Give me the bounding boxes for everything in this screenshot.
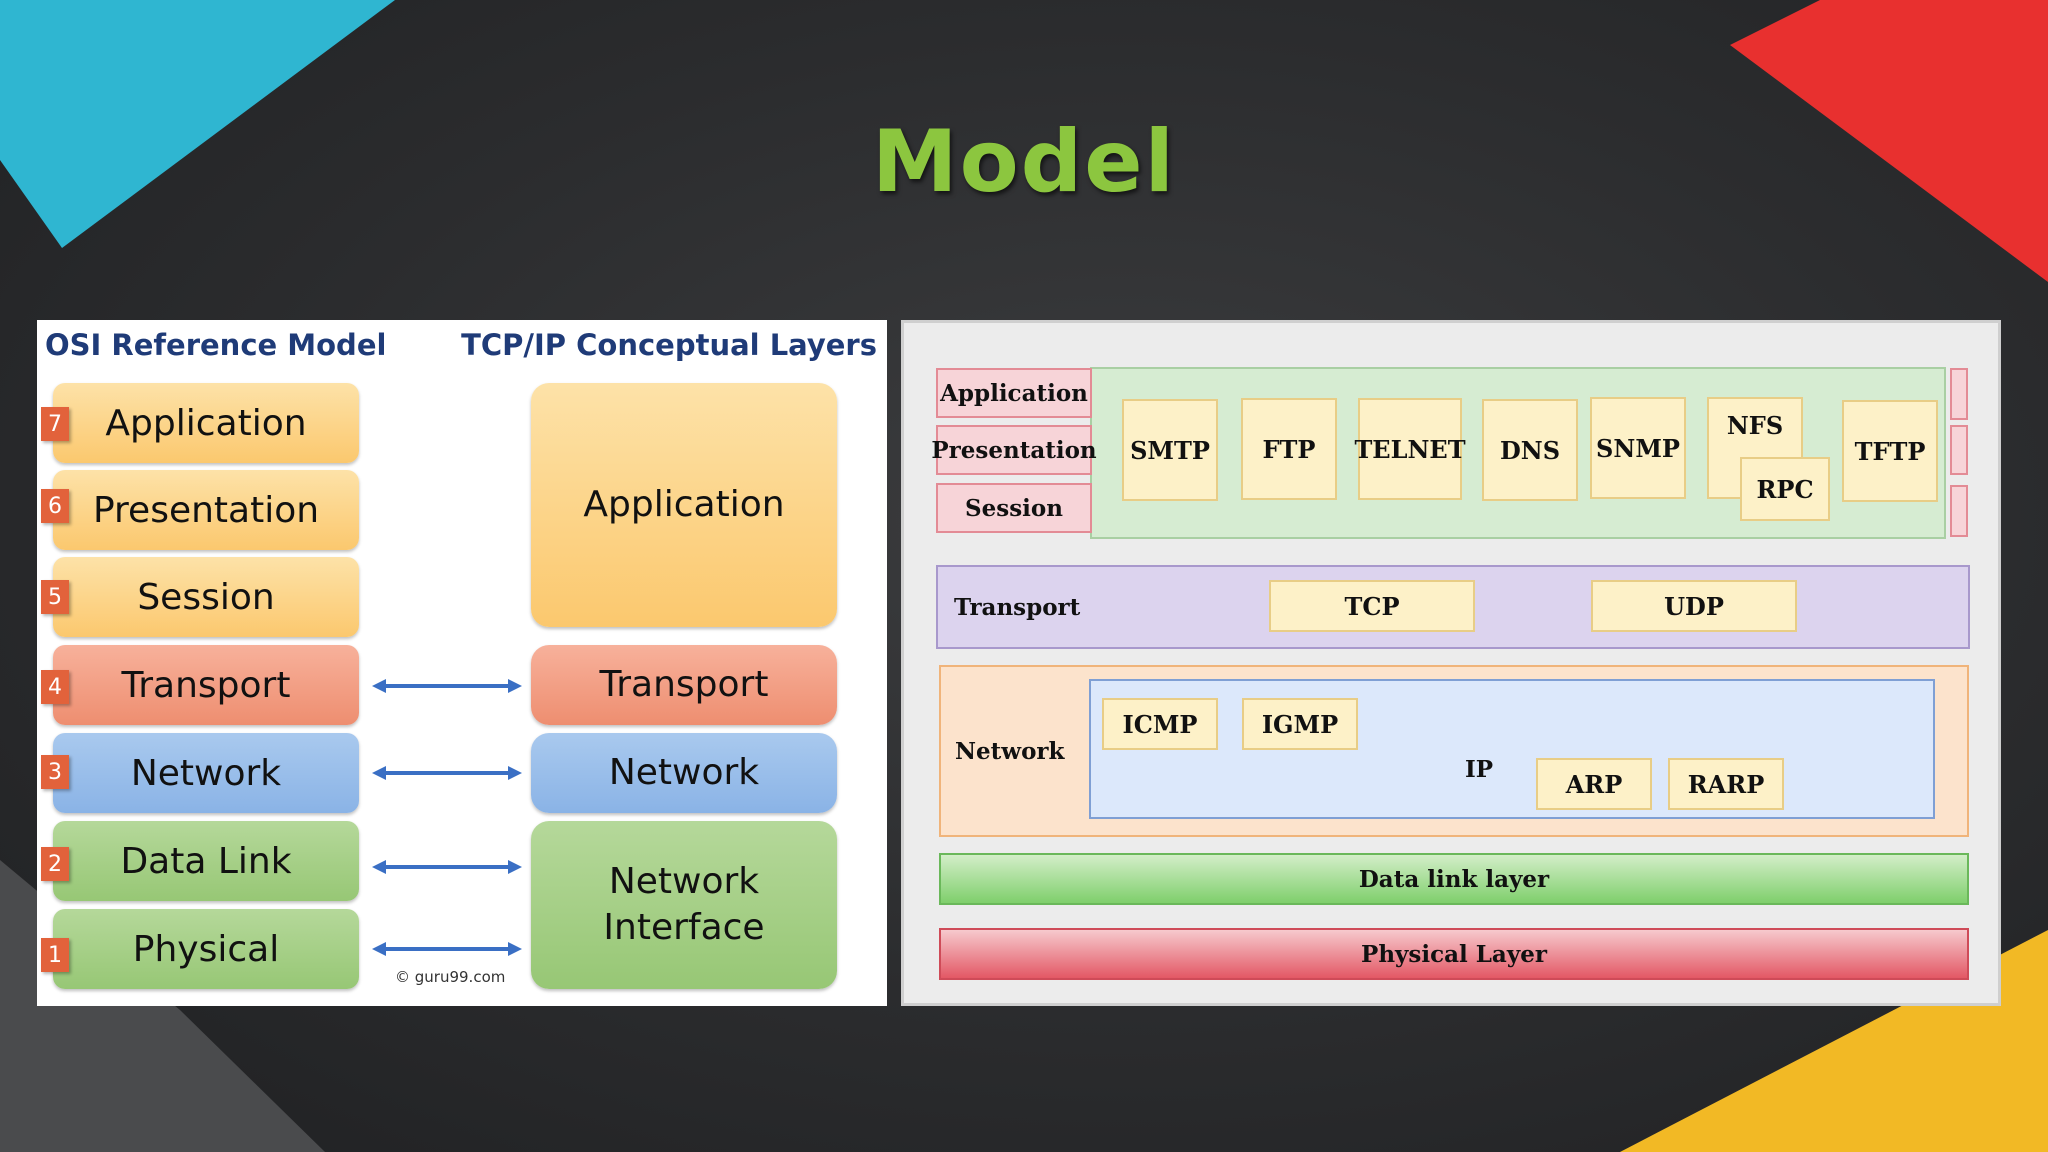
edge-marker xyxy=(1950,485,1968,537)
tcpip-layer-network: Network xyxy=(531,733,837,813)
ip-region xyxy=(1089,679,1935,819)
osi-layer-number: 6 xyxy=(41,489,69,523)
protocol-dns: DNS xyxy=(1482,399,1578,501)
osi-layer-number: 4 xyxy=(41,670,69,704)
protocol-telnet: TELNET xyxy=(1354,398,1466,500)
tcpip-layer-network-interface: Network Interface xyxy=(531,821,837,989)
osi-layer-number: 2 xyxy=(41,847,69,881)
protocol-snmp: SNMP xyxy=(1590,397,1686,499)
edge-marker xyxy=(1950,425,1968,475)
osi-tcpip-comparison-figure: OSI Reference Model TCP/IP Conceptual La… xyxy=(37,320,887,1006)
upper-layer-label-application: Application xyxy=(936,368,1092,418)
corner-decoration-top-right xyxy=(1730,0,2048,282)
tcpip-layer-label: Network xyxy=(608,861,760,902)
osi-layer-physical: Physical xyxy=(53,909,359,989)
osi-layer-label: Application xyxy=(105,402,307,444)
double-arrow-icon xyxy=(372,860,522,874)
osi-layer-data-link: Data Link xyxy=(53,821,359,901)
ip-label: IP xyxy=(1464,755,1494,783)
tcpip-layer-label: Network xyxy=(608,752,760,793)
network-layer-label: Network xyxy=(955,737,1065,765)
osi-layer-label: Network xyxy=(130,752,282,794)
protocol-smtp: SMTP xyxy=(1122,399,1218,501)
upper-layer-label-presentation: Presentation xyxy=(931,425,1097,475)
corner-decoration-top-left xyxy=(0,0,395,248)
tcpip-heading: TCP/IP Conceptual Layers xyxy=(461,328,877,362)
tcpip-protocol-suite-figure: Application Presentation Session SMTP FT… xyxy=(901,320,2001,1006)
double-arrow-icon xyxy=(372,942,522,956)
double-arrow-icon xyxy=(372,679,522,693)
osi-layer-label: Session xyxy=(137,576,275,618)
osi-layer-number: 3 xyxy=(41,755,69,789)
osi-layer-transport: Transport xyxy=(53,645,359,725)
edge-marker xyxy=(1950,368,1968,420)
transport-layer-band: Transport xyxy=(936,565,1970,649)
data-link-layer-bar: Data link layer xyxy=(939,853,1969,905)
protocol-tcp: TCP xyxy=(1269,580,1475,632)
osi-layer-number: 7 xyxy=(41,407,69,441)
osi-layer-label: Presentation xyxy=(92,489,320,531)
protocol-rpc: RPC xyxy=(1740,457,1830,521)
osi-layer-label: Data Link xyxy=(120,840,292,882)
upper-layer-label-session: Session xyxy=(936,483,1092,533)
tcpip-layer-transport: Transport xyxy=(531,645,837,725)
osi-layer-session: Session xyxy=(53,557,359,637)
osi-heading: OSI Reference Model xyxy=(45,328,387,362)
physical-layer-bar: Physical Layer xyxy=(939,928,1969,980)
protocol-ftp: FTP xyxy=(1241,398,1337,500)
protocol-arp: ARP xyxy=(1536,758,1652,810)
protocol-udp: UDP xyxy=(1591,580,1797,632)
osi-layer-application: Application xyxy=(53,383,359,463)
protocol-rarp: RARP xyxy=(1668,758,1784,810)
osi-layer-number: 5 xyxy=(41,580,69,614)
protocol-icmp: ICMP xyxy=(1102,698,1218,750)
double-arrow-icon xyxy=(372,766,522,780)
osi-layer-label: Transport xyxy=(121,664,291,706)
osi-layer-presentation: Presentation xyxy=(53,470,359,550)
protocol-igmp: IGMP xyxy=(1242,698,1358,750)
osi-layer-network: Network xyxy=(53,733,359,813)
tcpip-layer-application: Application xyxy=(531,383,837,627)
tcpip-layer-label: Transport xyxy=(599,664,769,705)
osi-layer-label: Physical xyxy=(132,928,280,970)
osi-layer-number: 1 xyxy=(41,938,69,972)
slide-title: Model xyxy=(871,112,1177,212)
tcpip-layer-label: Application xyxy=(583,484,785,525)
transport-layer-label: Transport xyxy=(954,593,1081,621)
protocol-tftp: TFTP xyxy=(1842,400,1938,502)
tcpip-layer-label: Interface xyxy=(603,907,765,948)
copyright-text: © guru99.com xyxy=(395,968,506,986)
